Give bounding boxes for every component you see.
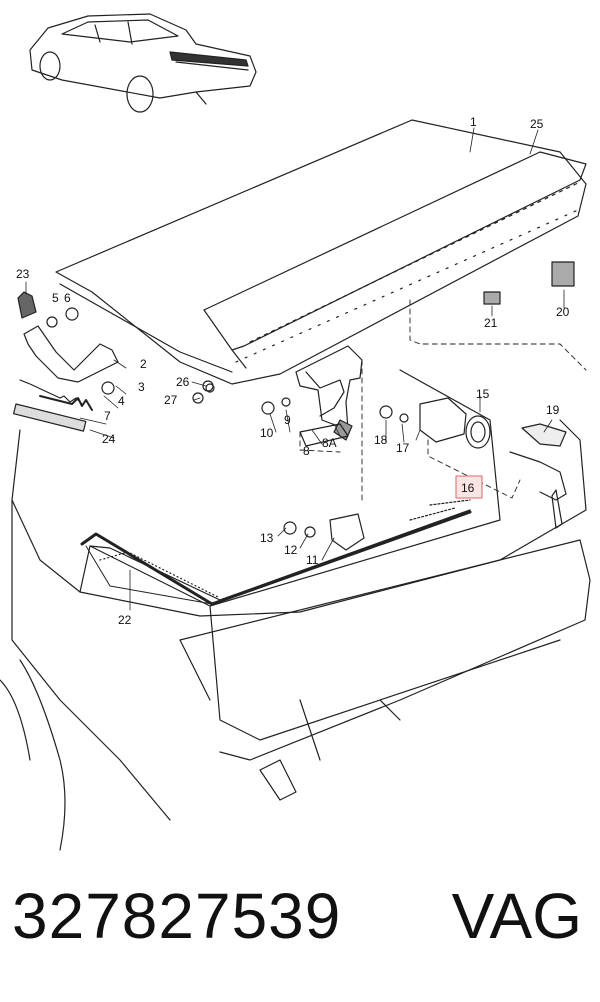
brand-name: VAG [451, 880, 582, 952]
callout-25: 25 [530, 117, 544, 131]
callout-9: 9 [284, 413, 291, 427]
callout-18: 18 [374, 433, 388, 447]
callout-8a: 8A [322, 436, 337, 450]
callout-13: 13 [260, 531, 274, 545]
callout-21: 21 [484, 316, 498, 330]
callout-1: 1 [470, 115, 477, 129]
callout-7: 7 [104, 409, 111, 423]
callout-leader-lines [25, 127, 565, 611]
car-rear-body [0, 369, 591, 851]
callout-15: 15 [476, 387, 490, 401]
callout-19: 19 [546, 403, 560, 417]
parts-left [12, 291, 119, 432]
callout-10: 10 [260, 426, 274, 440]
parts-right [205, 261, 575, 529]
callout-12: 12 [284, 543, 298, 557]
callout-24: 24 [102, 432, 116, 446]
callout-20: 20 [556, 305, 570, 319]
callout-17: 17 [396, 441, 410, 455]
callout-27: 27 [164, 393, 178, 407]
trunk-lid-exploded-diagram: 1 25 23 5 6 2 3 4 7 24 26 27 10 9 8 8A 1… [0, 13, 591, 851]
callout-23: 23 [16, 267, 30, 281]
callout-26: 26 [176, 375, 190, 389]
weatherstrip-seal [80, 510, 472, 606]
callout-16-highlight [455, 475, 483, 499]
trunk-lid [55, 119, 587, 385]
callout-3: 3 [138, 380, 145, 394]
part-number: 327827539 [12, 880, 342, 952]
callout-16: 16 [461, 481, 475, 495]
callout-4: 4 [118, 394, 125, 408]
car-thumbnail [29, 13, 257, 113]
parts-center [192, 345, 365, 551]
callout-22: 22 [118, 613, 132, 627]
callout-8: 8 [303, 444, 310, 458]
callout-5: 5 [52, 291, 59, 305]
callout-labels: 1 25 23 5 6 2 3 4 7 24 26 27 10 9 8 8A 1… [16, 115, 570, 627]
callout-2: 2 [140, 357, 147, 371]
assembly-leader-lines [299, 299, 587, 501]
callout-11: 11 [306, 553, 319, 567]
callout-6: 6 [64, 291, 71, 305]
